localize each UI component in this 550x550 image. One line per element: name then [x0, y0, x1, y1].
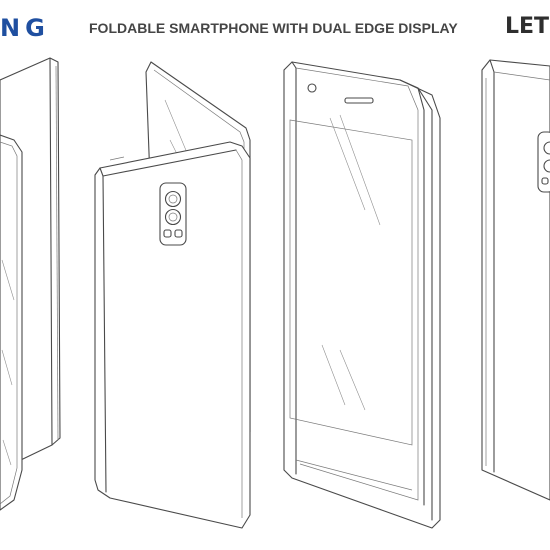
front-camera-icon	[307, 83, 317, 93]
figure-phone-front-display	[283, 61, 441, 529]
camera-lens-icon	[543, 141, 550, 155]
page-title: FOLDABLE SMARTPHONE WITH DUAL EDGE DISPL…	[89, 20, 458, 36]
camera-lens-icon	[543, 159, 550, 173]
sensor-icon	[174, 229, 183, 238]
brand-logo-left: NG	[0, 14, 50, 42]
camera-module-outline	[537, 131, 550, 193]
figure-phone-partially-folded	[0, 57, 61, 511]
flash-icon	[541, 177, 549, 185]
figure-phone-rear-camera	[94, 61, 251, 529]
brand-logo-right: LETS	[505, 14, 550, 39]
camera-lens-icon	[164, 190, 182, 208]
earpiece-icon	[344, 97, 374, 104]
figure-phone-rear-right	[481, 59, 550, 501]
header: NG FOLDABLE SMARTPHONE WITH DUAL EDGE DI…	[0, 0, 550, 50]
flash-icon	[163, 229, 172, 238]
camera-lens-icon	[164, 208, 182, 226]
